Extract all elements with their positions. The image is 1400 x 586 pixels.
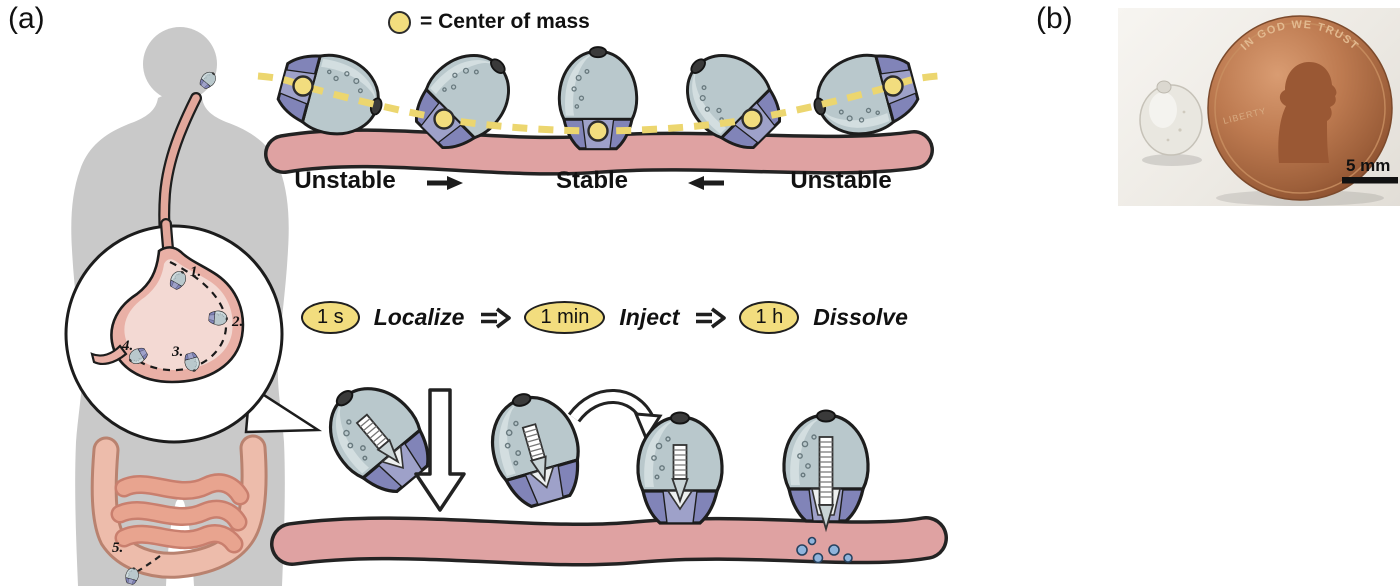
action-localize: Localize bbox=[373, 304, 465, 330]
capsule-rotating bbox=[480, 383, 591, 512]
capsule-unstable-right bbox=[803, 42, 925, 147]
stability-label-right: Unstable bbox=[790, 167, 892, 194]
arrow-right-icon bbox=[427, 176, 463, 190]
gi-position-label-3: 3. bbox=[171, 344, 183, 360]
panel-a-label: (a) bbox=[8, 2, 45, 35]
center-of-mass-dot-icon bbox=[388, 10, 411, 34]
rectum-path bbox=[137, 555, 161, 572]
device-tip-nub bbox=[1156, 80, 1172, 94]
double-arrow-icon bbox=[696, 307, 727, 328]
head-silhouette bbox=[143, 27, 217, 101]
action-dissolve: Dissolve bbox=[813, 304, 908, 330]
gi-position-label-1: 1. bbox=[190, 264, 201, 280]
legend-label: = Center of mass bbox=[420, 10, 590, 33]
pylorus bbox=[90, 344, 128, 365]
down-arrow-icon bbox=[414, 388, 466, 512]
self-orientation-sequence bbox=[257, 33, 939, 176]
center-of-mass-dots bbox=[292, 75, 904, 142]
double-arrow-icon bbox=[481, 307, 512, 328]
soma-device bbox=[1139, 80, 1203, 156]
gi-position-label-2: 2. bbox=[231, 314, 243, 330]
time-badge-dissolve: 1 h bbox=[739, 301, 800, 334]
scale-bar bbox=[1342, 177, 1398, 184]
body-gi-diagram: 1. 2. 3. 4. 5. bbox=[64, 27, 323, 586]
device-shadow bbox=[1142, 154, 1202, 166]
small-intestine bbox=[110, 473, 250, 554]
capsule-upright bbox=[638, 413, 722, 524]
drug-droplets bbox=[796, 536, 853, 564]
tissue-band bbox=[273, 519, 945, 563]
procedure-timeline: 1 s Localize 1 min Inject 1 h Dissolve bbox=[301, 301, 910, 334]
capsule-injecting bbox=[784, 411, 868, 530]
photo-illustration: IN GOD WE TRUST LIBERTY 5 mm bbox=[1139, 15, 1398, 206]
rotation-arrow-icon bbox=[567, 389, 663, 442]
tissue-band bbox=[267, 131, 931, 173]
penny-rim bbox=[1214, 22, 1386, 194]
action-inject: Inject bbox=[619, 304, 680, 330]
large-intestine bbox=[90, 434, 268, 579]
panel-b-label: (b) bbox=[1036, 2, 1073, 35]
injection-sequence bbox=[270, 378, 948, 567]
stability-label-left: Unstable bbox=[294, 167, 396, 194]
gi-position-label-5: 5. bbox=[112, 540, 123, 556]
time-badge-inject: 1 min bbox=[524, 301, 606, 334]
gi-position-label-4: 4. bbox=[121, 338, 133, 354]
center-of-mass-legend: = Center of mass bbox=[388, 10, 590, 34]
lincoln-bust bbox=[1278, 62, 1337, 163]
time-badge-localize: 1 s bbox=[301, 301, 360, 334]
stability-label-center: Stable bbox=[555, 167, 629, 194]
scale-bar-label: 5 mm bbox=[1346, 156, 1390, 175]
capsule-trajectory bbox=[133, 261, 228, 372]
arrow-left-icon bbox=[688, 176, 724, 190]
device-photo: IN GOD WE TRUST LIBERTY 5 mm bbox=[1118, 8, 1400, 206]
